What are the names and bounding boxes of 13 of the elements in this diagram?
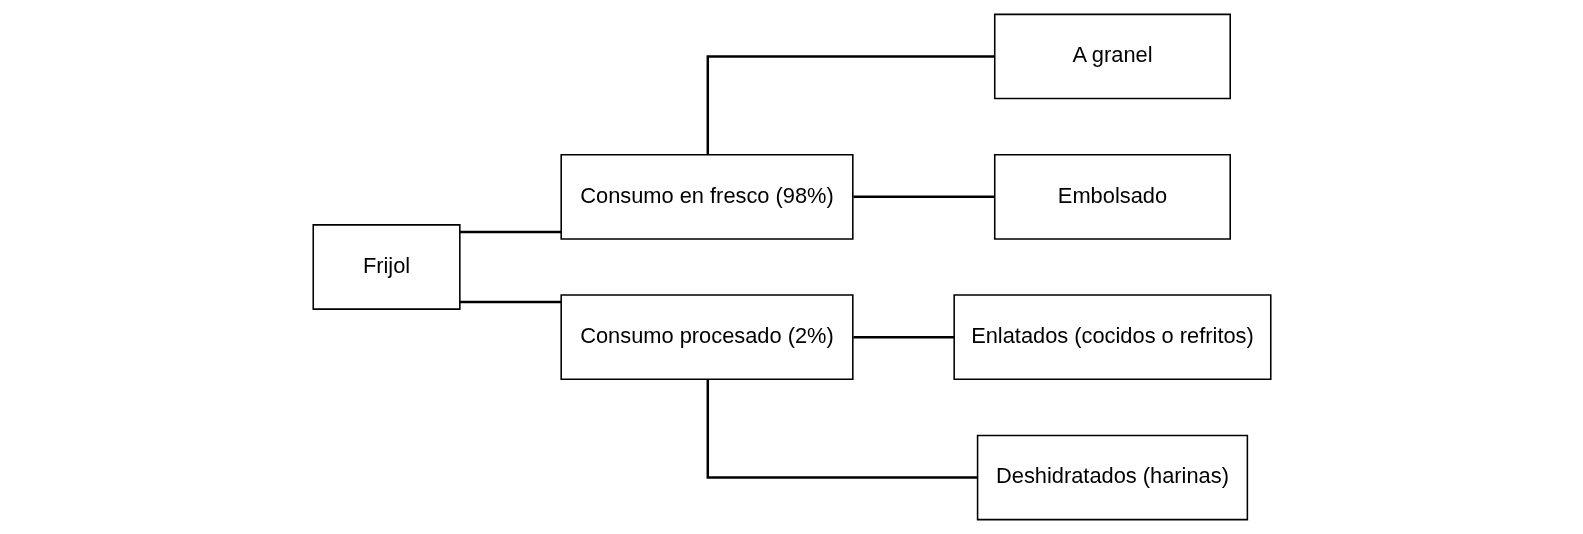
- connector: [706, 379, 977, 479]
- connector: [706, 55, 994, 155]
- node-box: Frijol: [311, 224, 461, 310]
- node-box: Consumo procesado (2%): [559, 294, 854, 381]
- node-box: Embolsado: [993, 153, 1231, 240]
- connector: [852, 335, 954, 339]
- connector: [459, 300, 561, 304]
- node-box: Enlatados (cocidos o refritos): [952, 294, 1272, 381]
- node-box: Deshidratados (harinas): [976, 434, 1248, 521]
- node-box: Consumo en fresco (98%): [559, 153, 854, 240]
- connector: [852, 195, 994, 199]
- connector: [459, 230, 561, 234]
- node-box: A granel: [993, 13, 1231, 100]
